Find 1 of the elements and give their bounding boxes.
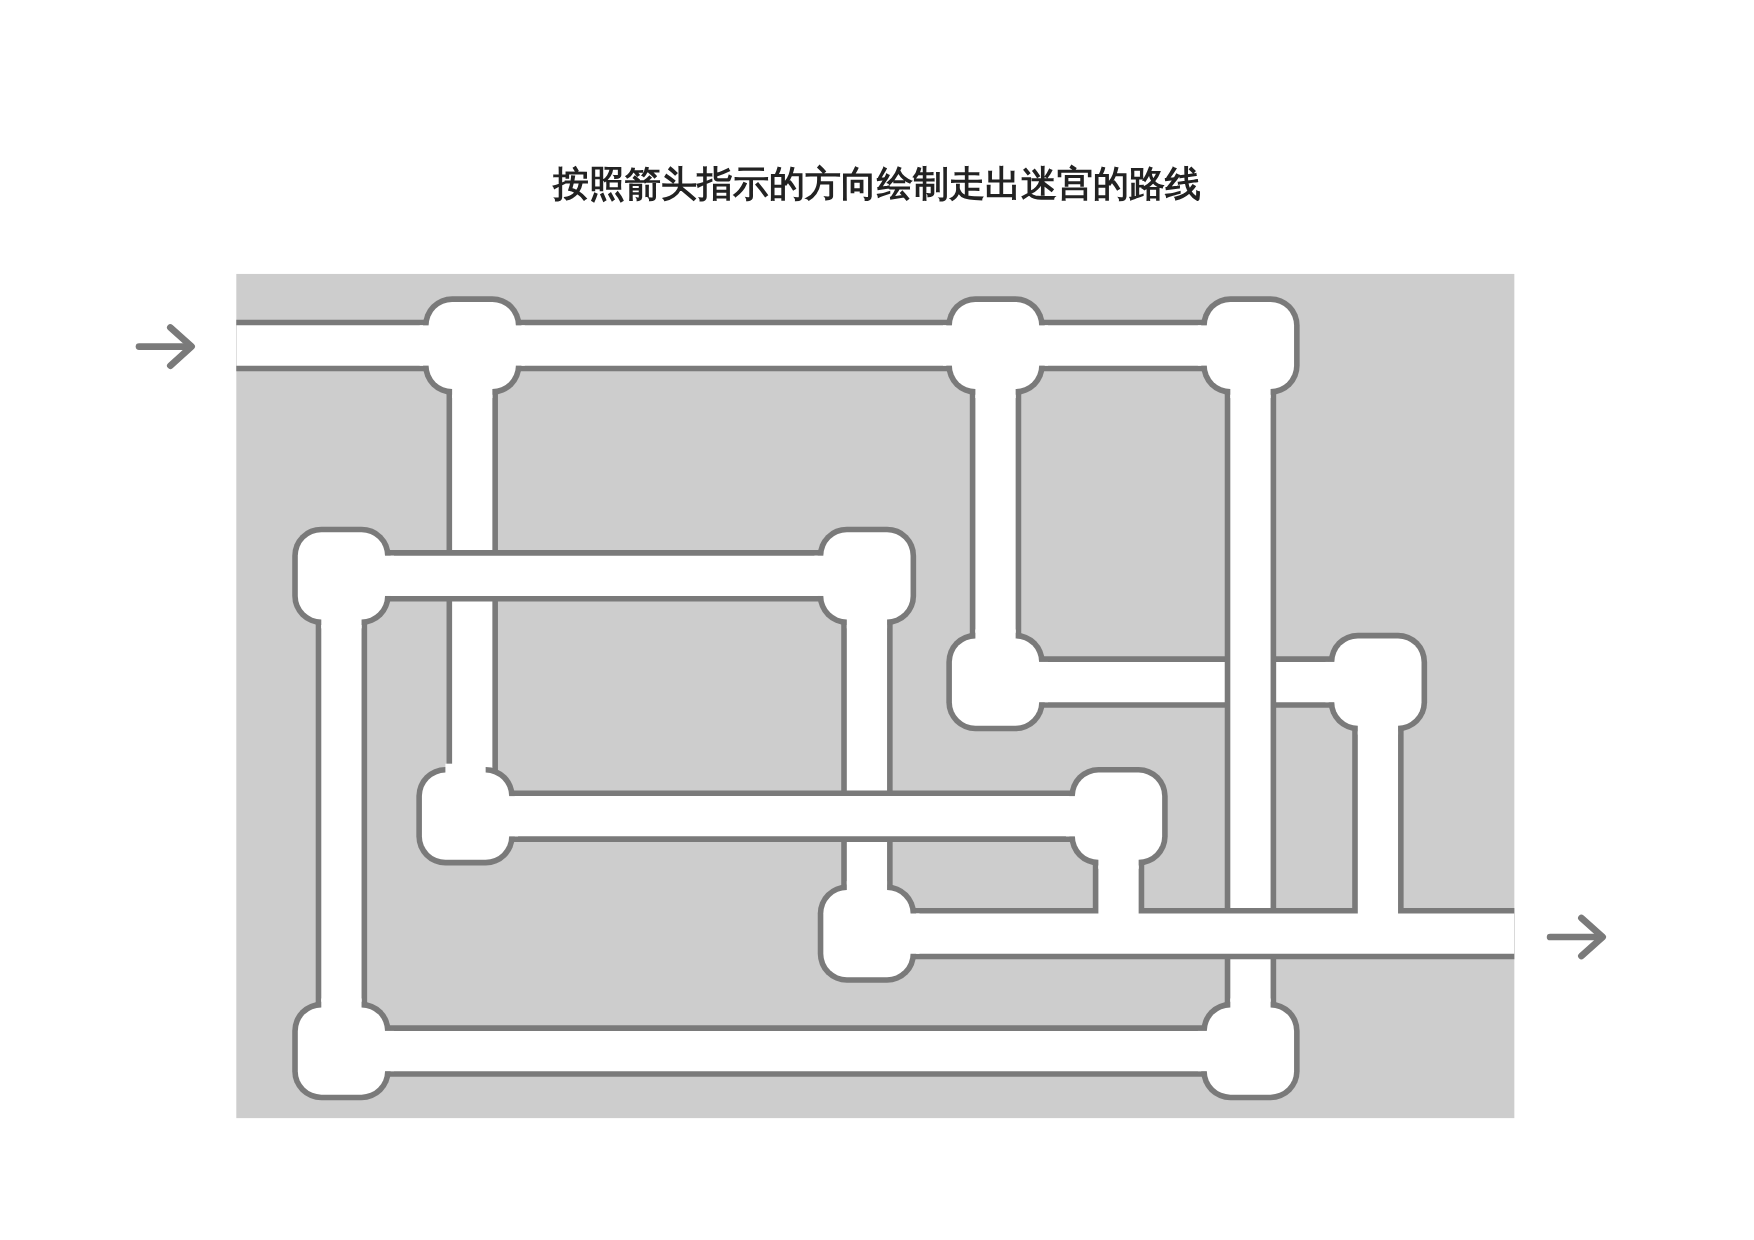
title: 按照箭头指示的方向绘制走出迷宫的路线 [553,162,1201,206]
